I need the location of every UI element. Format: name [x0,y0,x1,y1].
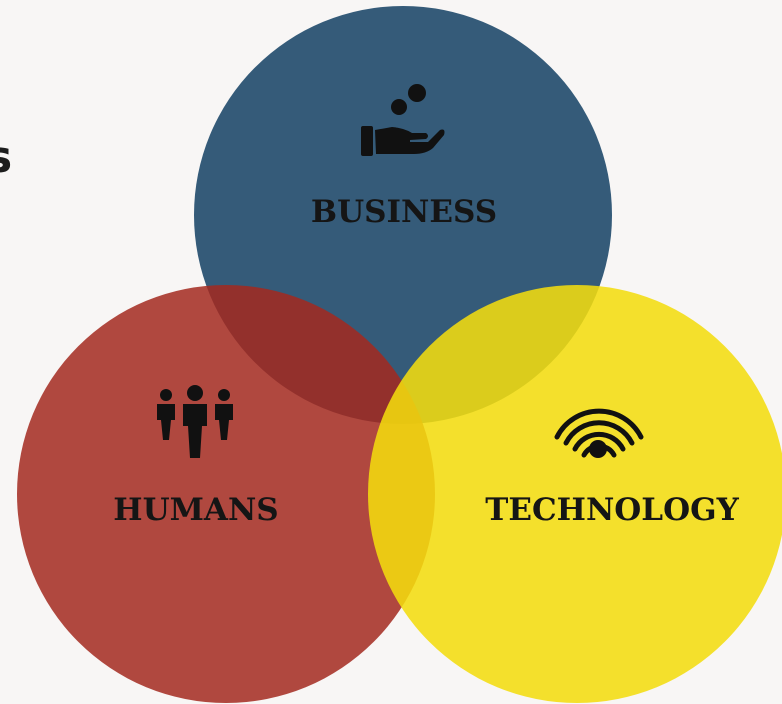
wifi-signal-icon [554,408,644,458]
humans-circle [17,285,435,703]
technology-label: TECHNOLOGY [485,492,739,528]
cropped-title-fragment: s [0,132,12,183]
technology-circle [368,285,782,703]
humans-label: HUMANS [113,492,278,528]
people-group-icon [157,385,233,458]
hand-giving-icon [361,84,445,156]
business-label: BUSINESS [311,194,497,230]
